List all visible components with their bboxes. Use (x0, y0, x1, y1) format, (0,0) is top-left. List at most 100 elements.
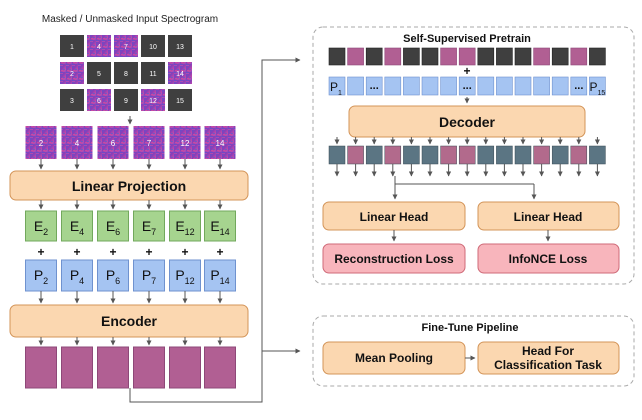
patch-arrows (38, 159, 223, 170)
encoded-token (133, 346, 165, 389)
position-label: P12 (175, 267, 194, 286)
grid-patch-label: 7 (124, 44, 128, 51)
position-box (204, 259, 236, 292)
position-label-base: P (210, 267, 219, 283)
encoded-token (204, 346, 236, 389)
pretrain-position-box (458, 76, 476, 96)
pretrain-plus: + (463, 64, 470, 78)
embedding-label: E7 (142, 218, 156, 237)
reconstruction-loss-box (322, 243, 466, 274)
pretrain-token-mask (589, 47, 606, 66)
pretrain-position-box (514, 76, 532, 96)
pretrain-token-mask (421, 47, 439, 66)
grid-patch-14 (168, 62, 192, 84)
embedding-label: E12 (175, 218, 194, 237)
position-label-base: P (70, 267, 79, 283)
position-label: P6 (106, 267, 120, 286)
embedding-label: E2 (34, 218, 48, 237)
embedding-label-sub: 4 (79, 227, 84, 237)
pretrain-token-mask (403, 47, 420, 66)
selected-patch-7 (133, 126, 165, 159)
grid-patch-label: 1 (70, 44, 74, 51)
encoder-box (9, 304, 249, 338)
pretrain-pos-last: P15 (589, 80, 605, 97)
linear-head-label-1: Linear Head (360, 210, 429, 224)
decoded-token-rose (533, 145, 550, 165)
position-label: P14 (210, 267, 229, 286)
pretrain-token-encoded (570, 47, 588, 66)
pretrain-panel (312, 26, 635, 285)
pretrain-position-box (365, 76, 383, 96)
position-label-base: P (175, 267, 184, 283)
pretrain-pos-first: P1 (330, 80, 342, 97)
encoded-output-row (25, 346, 236, 389)
position-label: P7 (142, 267, 156, 286)
plus-sign: + (181, 245, 188, 259)
decoded-token-slate (514, 145, 532, 165)
selected-patch-label: 12 (181, 139, 190, 148)
grid-patch-label: 3 (70, 98, 74, 105)
embedding-box (133, 210, 165, 242)
selected-patch-label: 4 (75, 139, 80, 148)
decoded-output-arrows (334, 164, 600, 177)
embedding-label: E6 (106, 218, 120, 237)
grid-patch-5 (87, 62, 111, 84)
selected-patch-label: 14 (216, 139, 225, 148)
linear-projection-box (9, 170, 249, 201)
position-label: P4 (70, 267, 84, 286)
pretrain-token-mask (551, 47, 569, 66)
finetune-panel (312, 315, 635, 387)
linear-projection-label: Linear Projection (72, 178, 186, 194)
pretrain-position-box (403, 76, 420, 96)
grid-patch-15 (168, 89, 192, 111)
decoded-token-rose (347, 145, 364, 165)
grid-patch-label: 9 (124, 98, 128, 105)
embedding-label-base: E (70, 218, 79, 234)
pretrain-position-box (328, 76, 346, 96)
plus-sign: + (216, 245, 223, 259)
decoded-token-slate (477, 145, 495, 165)
selected-patch-label: 2 (39, 139, 44, 148)
position-label-sub: 7 (151, 276, 156, 286)
grid-patch-label: 13 (176, 44, 184, 51)
grid-patch-label: 5 (97, 71, 101, 78)
position-label-sub: 12 (185, 276, 195, 286)
grid-patch-4 (87, 35, 111, 57)
position-label-sub: 4 (79, 276, 84, 286)
plus-sign: + (109, 245, 116, 259)
pretrain-token-mask (328, 47, 346, 66)
pretrain-position-box (589, 76, 606, 96)
embedding-box (97, 210, 129, 242)
grid-patch-label: 2 (70, 71, 74, 78)
pretrain-ellipsis: ... (574, 80, 583, 92)
classification-head-line1: Head For (522, 344, 574, 358)
pretrain-pos-first-sub: 1 (338, 90, 342, 97)
grid-patch-13 (168, 35, 192, 57)
pretrain-position-box (477, 76, 495, 96)
infonce-loss-label: InfoNCE Loss (509, 252, 588, 266)
grid-patch-12 (141, 89, 165, 111)
input-title: Masked / Unmasked Input Spectrogram (42, 14, 218, 25)
encoded-token (61, 346, 93, 389)
embedding-label-base: E (34, 218, 43, 234)
plus-sign: + (73, 245, 80, 259)
pretrain-title: Self-Supervised Pretrain (403, 33, 531, 45)
embedding-label-base: E (106, 218, 115, 234)
embedding-label-sub: 14 (220, 227, 230, 237)
pretrain-position-box (440, 76, 457, 96)
decoder-label: Decoder (439, 114, 496, 130)
embedding-label-sub: 6 (115, 227, 120, 237)
embedding-box (25, 210, 57, 242)
pretrain-pos-last-sub: 15 (598, 90, 606, 97)
grid-patch-3 (60, 89, 84, 111)
pretrain-position-box (533, 76, 550, 96)
selected-patch-6 (97, 126, 129, 159)
position-arrows (38, 291, 223, 304)
grid-patch-label: 14 (176, 71, 184, 78)
encoded-token (97, 346, 129, 389)
position-label-base: P (106, 267, 115, 283)
decoded-token-slate (589, 145, 606, 165)
selected-patch-12 (169, 126, 201, 159)
